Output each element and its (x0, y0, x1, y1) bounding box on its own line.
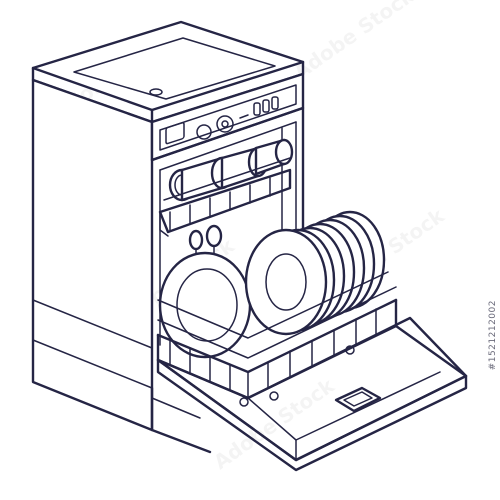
program-knob[interactable] (196, 124, 212, 140)
cabinet-left-side (31, 78, 154, 432)
spoon-icon (205, 224, 223, 248)
lower-rack (156, 210, 398, 407)
upper-rack (158, 138, 294, 237)
dishwasher-cabinet (31, 20, 305, 454)
plate-stack (244, 210, 386, 336)
option-button[interactable] (253, 102, 261, 116)
program-indicator[interactable] (165, 121, 185, 145)
option-button[interactable] (271, 96, 279, 110)
start-knob[interactable] (216, 115, 234, 133)
rack-wheel (269, 391, 279, 401)
svg-text:Adobe Stock: Adobe Stock (289, 0, 419, 84)
spoon-icon (188, 229, 204, 251)
cabinet-top-recess (73, 37, 276, 100)
dishwasher-door[interactable] (156, 316, 468, 472)
stock-id-label: #1521212002 (488, 300, 498, 371)
option-button[interactable] (262, 99, 270, 113)
cabinet-plinth (150, 386, 212, 454)
detergent-dispenser-icon[interactable] (334, 386, 382, 413)
cup-icon (254, 138, 294, 176)
top-button-icon (149, 88, 163, 96)
rack-wheel (239, 397, 249, 407)
